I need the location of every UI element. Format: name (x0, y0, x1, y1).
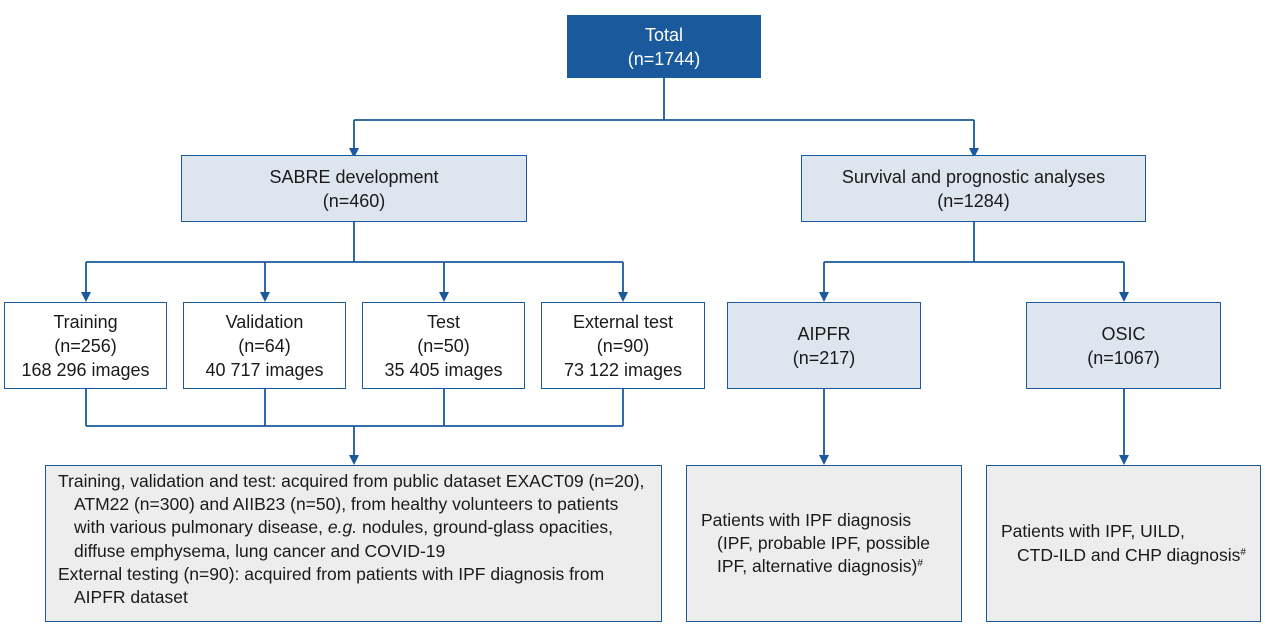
total-box: Total (n=1744) (567, 15, 761, 78)
test-count: (n=50) (417, 335, 470, 356)
training-box: Training (n=256) 168 296 images (4, 302, 167, 389)
osic-title: OSIC (1101, 323, 1146, 344)
osic-note-footnote-mark: # (1240, 546, 1246, 558)
external-test-images: 73 122 images (563, 359, 683, 380)
aipfr-note-footnote-mark: # (917, 558, 923, 570)
validation-count: (n=64) (238, 335, 291, 356)
external-test-box: External test (n=90) 73 122 images (541, 302, 705, 389)
sabre-note-training-text: Training, validation and test: acquired … (58, 471, 645, 561)
test-images: 35 405 images (384, 359, 503, 380)
osic-note-main: Patients with IPF, UILD, (1001, 521, 1185, 542)
aipfr-box: AIPFR (n=217) (727, 302, 921, 389)
test-box: Test (n=50) 35 405 images (362, 302, 525, 389)
survival-title: Survival and prognostic analyses (841, 166, 1106, 187)
validation-images: 40 717 images (205, 359, 324, 380)
training-title: Training (53, 311, 118, 332)
osic-note-sub: CTD-ILD and CHP diagnosis# (1017, 544, 1246, 565)
sabre-title: SABRE development (269, 166, 439, 187)
aipfr-count: (n=217) (792, 347, 856, 368)
external-test-title: External test (572, 311, 674, 332)
sabre-note-eg: e.g. (327, 517, 358, 538)
osic-box: OSIC (n=1067) (1026, 302, 1221, 389)
external-test-count: (n=90) (596, 335, 650, 356)
validation-title: Validation (225, 311, 304, 332)
sabre-development-box: SABRE development (n=460) (181, 155, 527, 222)
validation-box: Validation (n=64) 40 717 images (183, 302, 346, 389)
aipfr-title: AIPFR (797, 323, 851, 344)
osic-diagnosis-note: Patients with IPF, UILD, CTD-ILD and CHP… (986, 465, 1261, 622)
total-title: Total (644, 24, 684, 45)
training-images: 168 296 images (21, 359, 150, 380)
aipfr-note-main: Patients with IPF diagnosis (701, 509, 912, 530)
sabre-note-external-text: External testing (n=90): acquired from p… (58, 563, 605, 608)
osic-count: (n=1067) (1087, 347, 1160, 368)
training-count: (n=256) (54, 335, 117, 356)
test-title: Test (426, 311, 460, 332)
sabre-dataset-note: Training, validation and test: acquired … (45, 465, 662, 622)
total-count: (n=1744) (627, 48, 701, 69)
sabre-count: (n=460) (322, 190, 386, 211)
aipfr-note-sub: (IPF, probable IPF, possible IPF, altern… (717, 532, 931, 577)
survival-analyses-box: Survival and prognostic analyses (n=1284… (801, 155, 1146, 222)
survival-count: (n=1284) (937, 190, 1010, 211)
aipfr-diagnosis-note: Patients with IPF diagnosis (IPF, probab… (686, 465, 962, 622)
